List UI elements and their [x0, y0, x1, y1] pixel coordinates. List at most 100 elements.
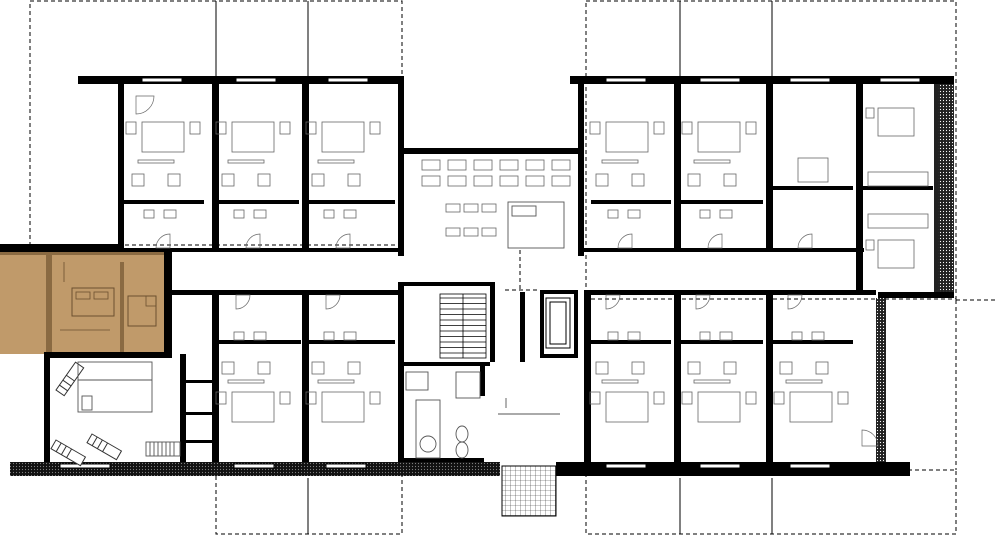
door-swing: [695, 294, 711, 310]
door-swing: [325, 294, 341, 310]
table-icon: [693, 379, 731, 384]
bed-icon: [789, 391, 833, 423]
windows-south: [59, 463, 831, 469]
chair-icon: [167, 173, 181, 187]
table-icon: [481, 227, 497, 237]
table-icon: [589, 391, 601, 405]
sink-icon: [627, 331, 641, 341]
toilet-icon: [323, 209, 335, 219]
table-icon: [445, 203, 461, 213]
door-swing: [245, 233, 261, 249]
sink-icon: [163, 209, 177, 219]
room-furniture: [681, 331, 757, 423]
room-furniture: [589, 121, 665, 219]
table-icon: [681, 121, 693, 135]
sink-icon: [719, 209, 733, 219]
table-icon: [317, 379, 355, 384]
table-icon: [279, 391, 291, 405]
chair-icon: [595, 361, 609, 375]
table-icon: [865, 239, 875, 251]
grid-lines: [215, 1, 773, 534]
table-icon: [589, 121, 601, 135]
table-icon: [215, 121, 227, 135]
bed-icon: [877, 239, 915, 269]
bed-icon: [697, 121, 741, 153]
door-swing: [797, 233, 813, 249]
toilet-icon: [323, 331, 335, 341]
table-icon: [499, 175, 519, 187]
entrance-mat: [501, 465, 557, 517]
door-swing: [135, 95, 155, 115]
sink-icon: [343, 331, 357, 341]
room-furniture: [773, 331, 849, 423]
table-icon: [473, 175, 493, 187]
bed-icon: [605, 391, 649, 423]
table-icon: [125, 121, 137, 135]
table-icon: [215, 391, 227, 405]
toilet-icon: [233, 209, 245, 219]
table-icon: [463, 203, 479, 213]
highlighted-apartment: [0, 252, 166, 354]
table-icon: [189, 121, 201, 135]
chair-icon: [723, 173, 737, 187]
table-icon: [601, 159, 639, 164]
toilet-icon: [233, 331, 245, 341]
room-furniture: [125, 121, 201, 219]
door-swings: [135, 95, 879, 447]
chair-icon: [779, 361, 793, 375]
table-icon: [525, 175, 545, 187]
toilet-icon: [791, 331, 803, 341]
bed-icon: [605, 121, 649, 153]
table-icon: [837, 391, 849, 405]
windows-north: [141, 77, 921, 83]
table-icon: [227, 379, 265, 384]
toilet-icon: [607, 209, 619, 219]
door-swing: [707, 233, 723, 249]
table-icon: [797, 157, 829, 183]
table-icon: [601, 379, 639, 384]
chair-icon: [347, 361, 361, 375]
chair-icon: [257, 173, 271, 187]
bed-icon: [321, 121, 365, 153]
chair-icon: [311, 361, 325, 375]
table-icon: [473, 159, 493, 171]
sink-icon: [343, 209, 357, 219]
chair-icon: [687, 173, 701, 187]
table-icon: [745, 121, 757, 135]
table-icon: [867, 213, 929, 229]
chair-icon: [687, 361, 701, 375]
room-furniture: [215, 331, 291, 423]
table-icon: [305, 391, 317, 405]
toilet-icon: [699, 209, 711, 219]
table-icon: [421, 159, 441, 171]
chair-icon: [311, 173, 325, 187]
room-furniture: [215, 121, 291, 219]
chair-icon: [347, 173, 361, 187]
staircase-icon: [439, 293, 487, 359]
room-furniture: [305, 331, 381, 423]
table-icon: [137, 159, 175, 164]
table-icon: [551, 175, 571, 187]
table-icon: [693, 159, 731, 164]
chair-icon: [723, 361, 737, 375]
door-swing: [617, 233, 633, 249]
chair-icon: [221, 361, 235, 375]
room-furniture: [305, 121, 381, 219]
table-icon: [317, 159, 355, 164]
table-icon: [745, 391, 757, 405]
chair-icon: [221, 173, 235, 187]
table-icon: [447, 159, 467, 171]
chair-icon: [631, 173, 645, 187]
table-icon: [785, 379, 823, 384]
table-icon: [681, 391, 693, 405]
sink-icon: [253, 331, 267, 341]
dining-tables: [421, 157, 829, 237]
chair-icon: [815, 361, 829, 375]
table-icon: [499, 159, 519, 171]
door-swing: [155, 233, 171, 249]
bed-icon: [321, 391, 365, 423]
bed-icon: [877, 107, 915, 137]
door-swing: [605, 294, 621, 310]
table-icon: [447, 175, 467, 187]
